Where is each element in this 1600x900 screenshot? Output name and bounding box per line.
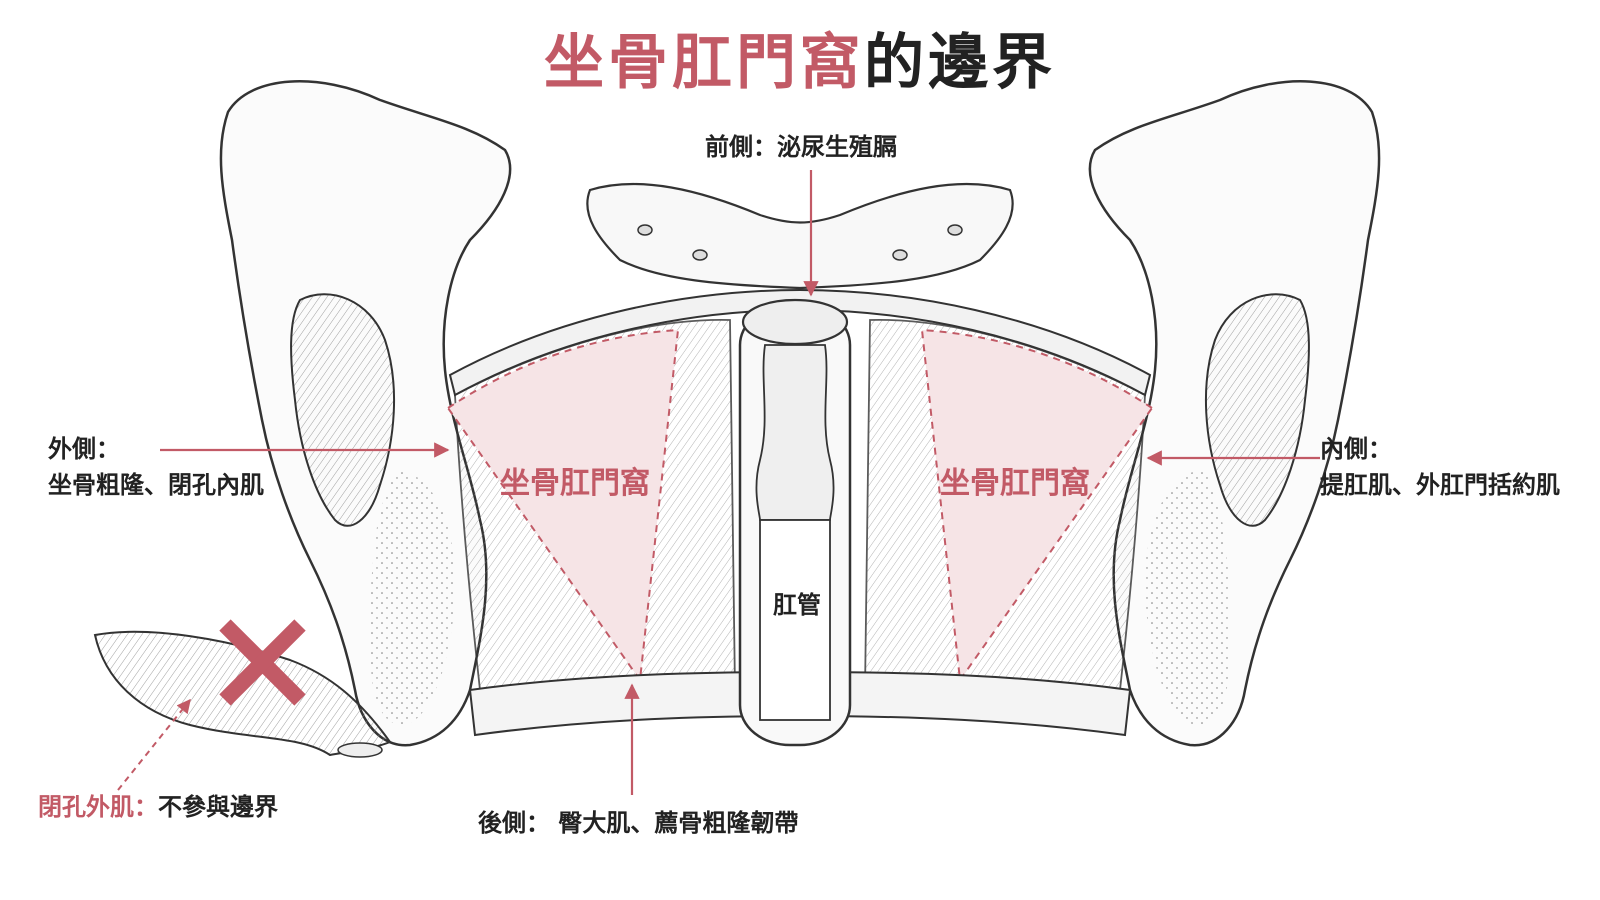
sacral-foramen (637, 224, 653, 236)
anal-canal-label: 肛管 (773, 591, 821, 619)
anal-canal-wall (755, 344, 835, 521)
title-highlight: 坐骨肛門窩 (544, 28, 864, 98)
left-tuberosity-stipple (370, 470, 455, 726)
medial-label-detail: 提肛肌、外肛門括約肌 (1320, 471, 1560, 499)
sacral-foramen (947, 224, 963, 236)
obturator-label-name: 閉孔外肌： (38, 793, 158, 821)
sacrum (586, 182, 1014, 290)
posterior-label: 後側： 臀大肌、薦骨粗隆韌帶 (478, 809, 799, 837)
right-ischioanal-fossa-region (920, 328, 1154, 683)
lateral-label-title: 外側： (48, 435, 120, 463)
title-rest: 的邊界 (864, 28, 1056, 98)
obturator-pointer-arrow (117, 698, 191, 791)
anal-canal-opening (741, 298, 849, 346)
page-title: 坐骨肛門窩的邊界 (0, 14, 1600, 101)
sacral-foramen (892, 249, 908, 261)
left-obturator-region (290, 293, 396, 527)
left-ischioanal-fossa-region (446, 328, 680, 683)
anal-canal-lower (759, 519, 831, 721)
right-tuberosity-stipple (1145, 470, 1230, 726)
obturator-externus-tendon (337, 742, 383, 758)
obturator-label: 閉孔外肌：不參與邊界 (38, 790, 278, 824)
cross-mark-icon (219, 619, 306, 706)
fossa-label-left: 坐骨肛門窩 (500, 466, 650, 501)
lateral-label-detail: 坐骨粗隆、閉孔內肌 (48, 471, 264, 499)
right-obturator-region (1204, 293, 1310, 527)
medial-label-title: 內側： (1320, 435, 1392, 463)
sacral-foramen (692, 249, 708, 261)
obturator-label-note: 不參與邊界 (158, 793, 278, 821)
fossa-label-right: 坐骨肛門窩 (940, 466, 1090, 501)
anterior-label: 前側：泌尿生殖膈 (705, 133, 897, 161)
